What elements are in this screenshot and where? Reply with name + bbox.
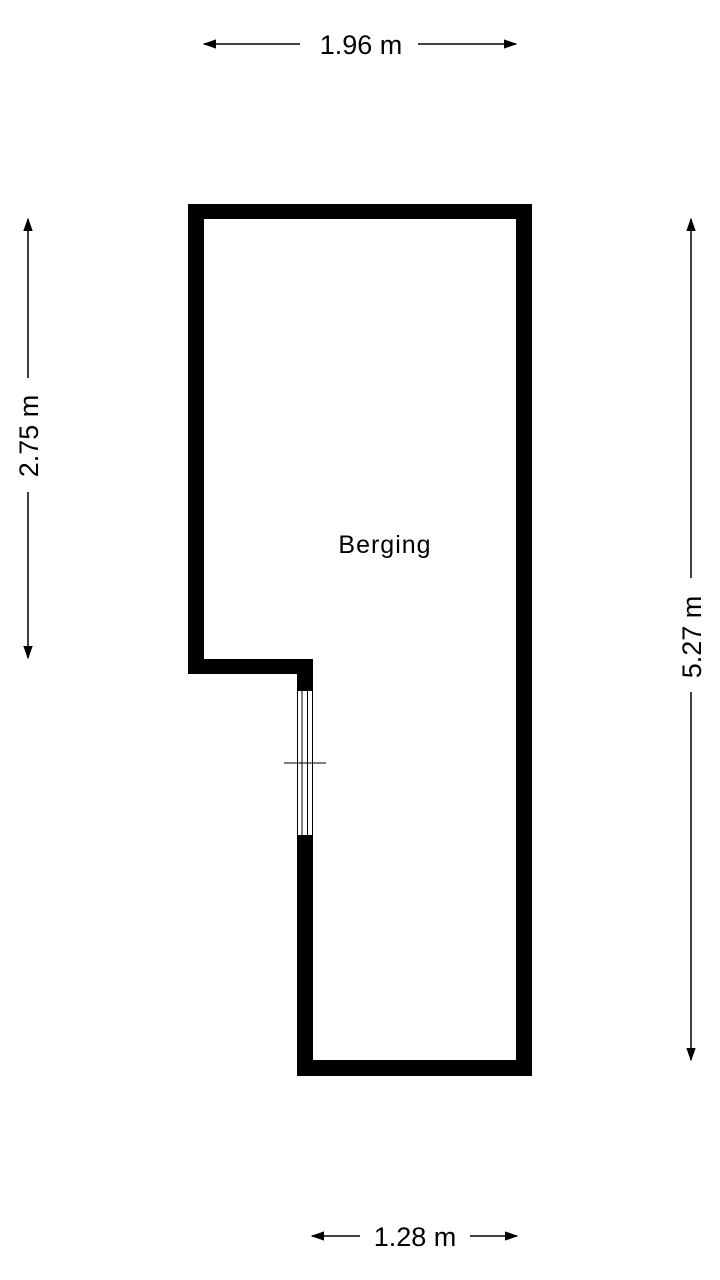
wall-left-upper [188, 204, 204, 674]
window [284, 691, 326, 835]
dimension-bottom: 1.28 m [310, 1222, 519, 1252]
wall-step [188, 659, 313, 674]
dimension-left: 2.75 m [14, 217, 44, 660]
wall-left-lower [297, 835, 313, 1076]
room-label: Berging [338, 531, 431, 559]
dimension-right-label: 5.27 m [677, 596, 707, 679]
dimension-bottom-label: 1.28 m [374, 1222, 457, 1252]
dimension-top-label: 1.96 m [320, 30, 403, 60]
wall-right [516, 204, 532, 1076]
dimension-right: 5.27 m [677, 217, 707, 1062]
wall-bottom [297, 1060, 532, 1076]
dimension-left-label: 2.75 m [14, 395, 44, 478]
walls [188, 204, 532, 1076]
dimension-top: 1.96 m [202, 30, 518, 60]
wall-top [188, 204, 532, 219]
wall-window-top-stub [297, 659, 313, 691]
